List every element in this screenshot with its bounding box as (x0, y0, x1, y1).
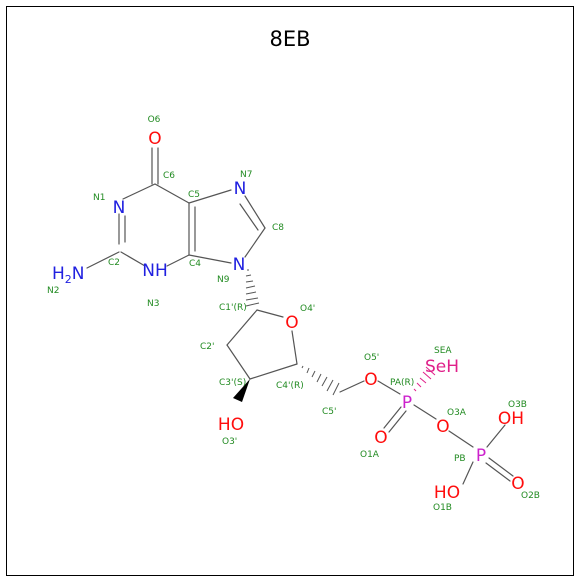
atom-n2: H2N (52, 264, 85, 286)
bond-o5p-pa (377, 380, 401, 395)
label-n1: N1 (93, 193, 105, 203)
label-c3p: C3'(S) (219, 378, 246, 388)
atom-o6: O (148, 129, 161, 149)
label-o3b: O3B (508, 400, 527, 410)
atom-n9: N (233, 255, 246, 275)
bond-c4p-c5p-hashed (301, 365, 340, 396)
bond-c4p-c3p (249, 363, 298, 380)
stereo-bonds (233, 269, 436, 402)
label-pa: PA(R) (390, 378, 414, 388)
label-n9: N9 (217, 275, 230, 285)
label-n3: N3 (147, 299, 159, 309)
bond-pa-o1a-double (388, 410, 407, 433)
label-o2b: O2B (521, 491, 540, 501)
label-c5: C5 (188, 190, 200, 200)
atom-o3b: OH (498, 409, 524, 429)
atom-pb: P (476, 446, 486, 466)
label-c8: C8 (272, 223, 284, 233)
bond-c5p-o5p (339, 380, 365, 393)
bond-c1p-n9-hashed (245, 269, 260, 307)
label-o5p: O5' (364, 353, 379, 363)
bond-n3-c4 (166, 254, 190, 267)
atom-n3: NH (142, 261, 168, 281)
label-o3a: O3A (447, 408, 467, 418)
label-o6: O6 (148, 115, 161, 125)
label-c1p: C1'(R) (219, 303, 247, 313)
label-c2p: C2' (200, 342, 214, 352)
label-c5p: C5' (322, 407, 336, 417)
bond-c8-n9 (244, 227, 266, 258)
label-sea: SEA (434, 346, 452, 356)
label-pb: PB (454, 454, 466, 464)
bond-n7-c8-double (239, 203, 259, 231)
bond-c2-n3 (120, 251, 146, 267)
bond-c2p-c1p (226, 309, 258, 346)
bond-pa-o1a (383, 406, 402, 429)
bond-o3a-pb (448, 430, 474, 448)
bond-c3p-o3p-wedge (233, 379, 250, 402)
atom-n7: N (234, 179, 247, 199)
bond-c5-n7 (188, 189, 232, 204)
bond-pb-o2b-double (485, 462, 511, 482)
atom-o5p: O (364, 370, 377, 390)
bond-c1p-o4p (256, 309, 284, 318)
label-o3p: O3' (222, 437, 237, 447)
label-o1a: O1A (360, 450, 380, 460)
atom-o4p: O (285, 313, 298, 333)
label-c4p: C4'(R) (276, 381, 304, 391)
bonds (86, 147, 514, 485)
atom-o3a: O (436, 417, 449, 437)
atom-o1b: HO (434, 483, 460, 503)
atom-o2b: O (511, 474, 524, 494)
atom-o1a: O (374, 428, 387, 448)
atom-sea: SeH (425, 357, 459, 377)
atom-pa: P (402, 393, 412, 413)
bond-n7-c8 (244, 195, 266, 229)
bond-c6-n1 (122, 183, 156, 200)
bond-pb-o2b (488, 457, 514, 477)
bond-o4p-c4p (291, 330, 298, 365)
bond-pb-o3b (486, 424, 506, 448)
label-o1b: O1B (433, 503, 452, 513)
bond-c6-c5 (154, 183, 190, 204)
atom-labels: O6 C6 N7 N1 C5 C8 C2 C4 N2 N9 N3 O4' C1'… (47, 115, 540, 513)
label-o4p: O4' (300, 304, 315, 314)
bond-c2-n2 (86, 251, 120, 269)
bond-pa-o3a (413, 404, 437, 420)
label-n2: N2 (47, 286, 59, 296)
label-c2: C2 (108, 258, 120, 268)
label-n7: N7 (240, 170, 252, 180)
atom-symbols: O N N NH H2N N O HO O SeH P O O P OH HO … (52, 129, 525, 503)
diagram-title: 8EB (269, 27, 310, 51)
bond-n9-c4 (188, 254, 232, 264)
image-frame (6, 6, 574, 576)
bond-pa-sea-hashed (413, 366, 436, 392)
atom-o3p: HO (218, 415, 244, 435)
bond-pb-o1b (462, 461, 474, 485)
bond-c3p-c2p (226, 344, 251, 380)
label-c6: C6 (163, 171, 175, 181)
label-c4: C4 (189, 259, 201, 269)
atom-n1: N (113, 198, 126, 218)
